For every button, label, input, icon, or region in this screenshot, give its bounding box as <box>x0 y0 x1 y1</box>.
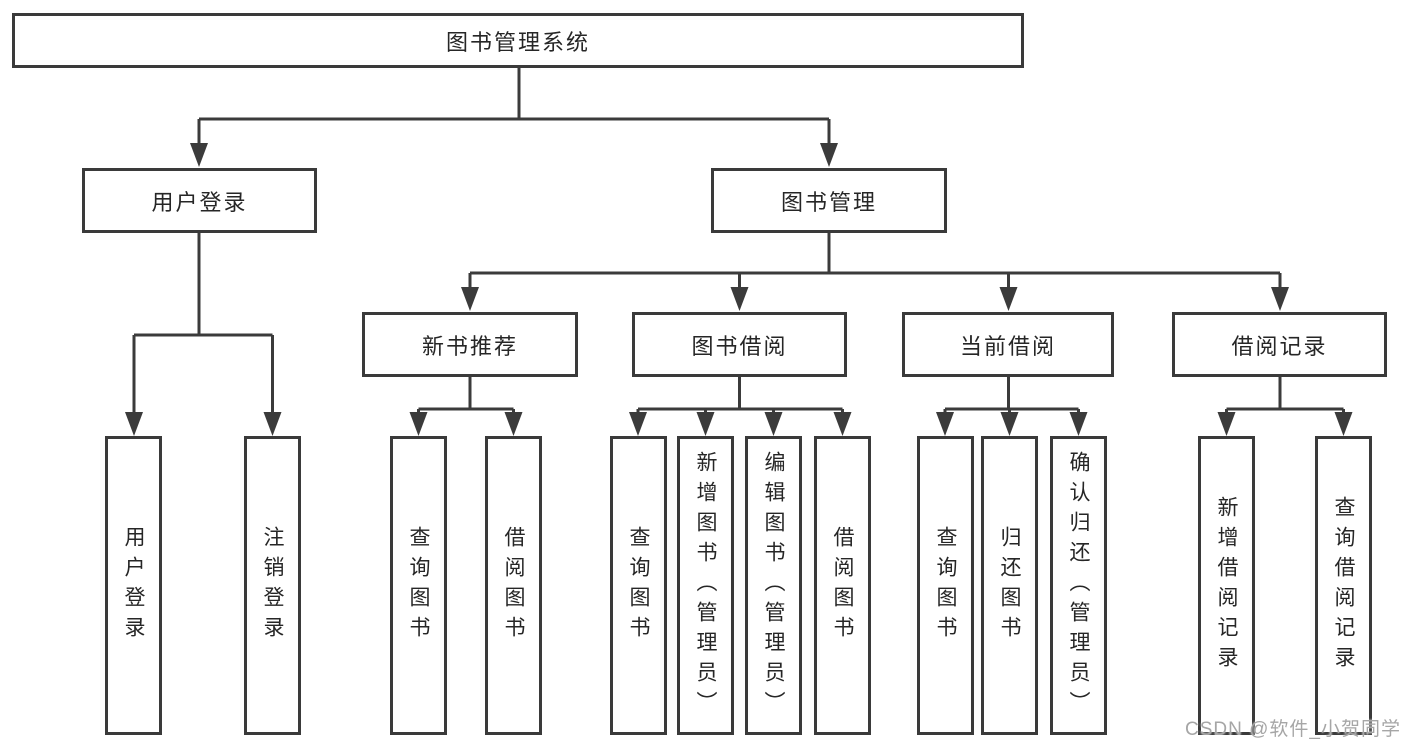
node-book-management-system: 图书管理系统 <box>12 13 1024 68</box>
leaf-edit-book-admin: 编辑图书（管理员） <box>745 436 802 735</box>
node-current-borrow: 当前借阅 <box>902 312 1114 377</box>
node-user-login: 用户登录 <box>82 168 317 233</box>
leaf-return-book-label: 归还图书 <box>998 525 1021 646</box>
leaf-query-books-1-label: 查询图书 <box>407 525 430 646</box>
leaf-query-books-1: 查询图书 <box>390 436 447 735</box>
node-book-borrow: 图书借阅 <box>632 312 847 377</box>
leaf-add-borrow-record: 新增借阅记录 <box>1198 436 1255 735</box>
leaf-query-books-3-label: 查询图书 <box>934 525 957 646</box>
leaf-confirm-return-admin: 确认归还（管理员） <box>1050 436 1107 735</box>
arrowheads <box>125 143 1353 436</box>
leaf-query-books-2: 查询图书 <box>610 436 667 735</box>
leaf-confirm-return-admin-label: 确认归还（管理员） <box>1067 450 1090 721</box>
csdn-watermark: CSDN @软件_小贺同学 <box>1185 719 1401 740</box>
leaf-borrow-books-2: 借阅图书 <box>814 436 871 735</box>
leaf-return-book: 归还图书 <box>981 436 1038 735</box>
leaf-query-books-3: 查询图书 <box>917 436 974 735</box>
node-book-management: 图书管理 <box>711 168 947 233</box>
leaf-borrow-books-1-label: 借阅图书 <box>502 525 525 646</box>
leaf-query-borrow-record-label: 查询借阅记录 <box>1332 495 1355 676</box>
leaf-add-borrow-record-label: 新增借阅记录 <box>1215 495 1238 676</box>
leaf-logout-label: 注销登录 <box>261 525 284 646</box>
node-new-book-recommend: 新书推荐 <box>362 312 578 377</box>
leaf-logout: 注销登录 <box>244 436 301 735</box>
leaf-add-book-admin-label: 新增图书（管理员） <box>694 450 717 721</box>
leaf-add-book-admin: 新增图书（管理员） <box>677 436 734 735</box>
leaf-user-login: 用户登录 <box>105 436 162 735</box>
leaf-query-books-2-label: 查询图书 <box>627 525 650 646</box>
node-borrow-records: 借阅记录 <box>1172 312 1387 377</box>
leaf-edit-book-admin-label: 编辑图书（管理员） <box>762 450 785 721</box>
leaf-borrow-books-2-label: 借阅图书 <box>831 525 854 646</box>
leaf-query-borrow-record: 查询借阅记录 <box>1315 436 1372 735</box>
leaf-user-login-label: 用户登录 <box>122 525 145 646</box>
leaf-borrow-books-1: 借阅图书 <box>485 436 542 735</box>
